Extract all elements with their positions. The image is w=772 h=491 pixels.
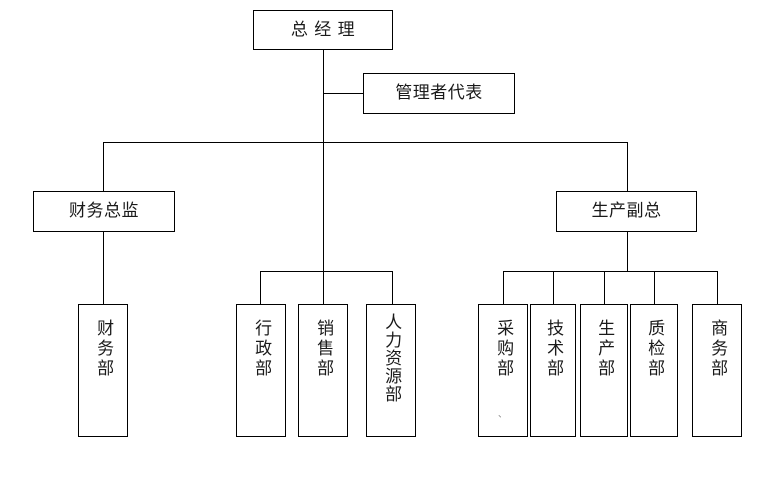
node-label-general-manager: 总 经 理 <box>290 19 356 40</box>
node-finance-director[interactable]: 财务总监 <box>33 191 175 232</box>
connector-drop-finance-director <box>103 142 104 191</box>
node-hr-department[interactable]: 人力资源部 <box>366 304 416 437</box>
node-label-finance-director: 财务总监 <box>69 201 139 221</box>
node-production-department[interactable]: 生产部 <box>580 304 628 437</box>
connector-drop-hr <box>392 271 393 304</box>
connector-finance-director-to-dept <box>103 232 104 304</box>
connector-drop-production-dept <box>604 271 605 304</box>
node-admin-department[interactable]: 行政部 <box>236 304 286 437</box>
connector-right-bus <box>503 271 717 272</box>
connector-drop-admin <box>260 271 261 304</box>
node-label-quality-department: 质检部 <box>644 319 665 379</box>
node-label-business-department: 商务部 <box>707 319 728 379</box>
node-sales-department[interactable]: 销售部 <box>298 304 348 437</box>
node-label-hr-department: 人力资源部 <box>381 313 402 403</box>
node-label-purchasing-department: 采购部 <box>493 319 514 379</box>
connector-main-stem <box>323 50 324 271</box>
node-business-department[interactable]: 商务部 <box>692 304 742 437</box>
node-label-production-department: 生产部 <box>594 319 615 379</box>
connector-drop-production-vp <box>627 142 628 191</box>
connector-level2-bus <box>103 142 627 143</box>
node-quality-department[interactable]: 质检部 <box>630 304 678 437</box>
node-finance-department[interactable]: 财务部 <box>78 304 128 437</box>
stray-mark-artifact: 、 <box>498 410 508 420</box>
connector-drop-business <box>717 271 718 304</box>
node-label-technology-department: 技术部 <box>543 319 564 379</box>
node-purchasing-department[interactable]: 采购部 、 <box>478 304 528 437</box>
node-general-manager[interactable]: 总 经 理 <box>253 10 393 50</box>
connector-production-vp-stem <box>627 232 628 271</box>
connector-drop-purchasing <box>503 271 504 304</box>
node-label-production-vp: 生产副总 <box>591 201 662 221</box>
node-label-finance-department: 财务部 <box>93 319 114 379</box>
node-management-representative[interactable]: 管理者代表 <box>363 73 515 114</box>
connector-management-rep <box>323 93 363 94</box>
node-label-sales-department: 销售部 <box>313 319 334 379</box>
node-technology-department[interactable]: 技术部 <box>530 304 576 437</box>
node-label-admin-department: 行政部 <box>251 319 272 379</box>
node-production-vp[interactable]: 生产副总 <box>556 191 697 232</box>
connector-drop-sales <box>323 271 324 304</box>
connector-drop-quality <box>654 271 655 304</box>
connector-drop-technology <box>553 271 554 304</box>
node-label-management-representative: 管理者代表 <box>395 83 483 103</box>
connector-middle-bus <box>260 271 392 272</box>
